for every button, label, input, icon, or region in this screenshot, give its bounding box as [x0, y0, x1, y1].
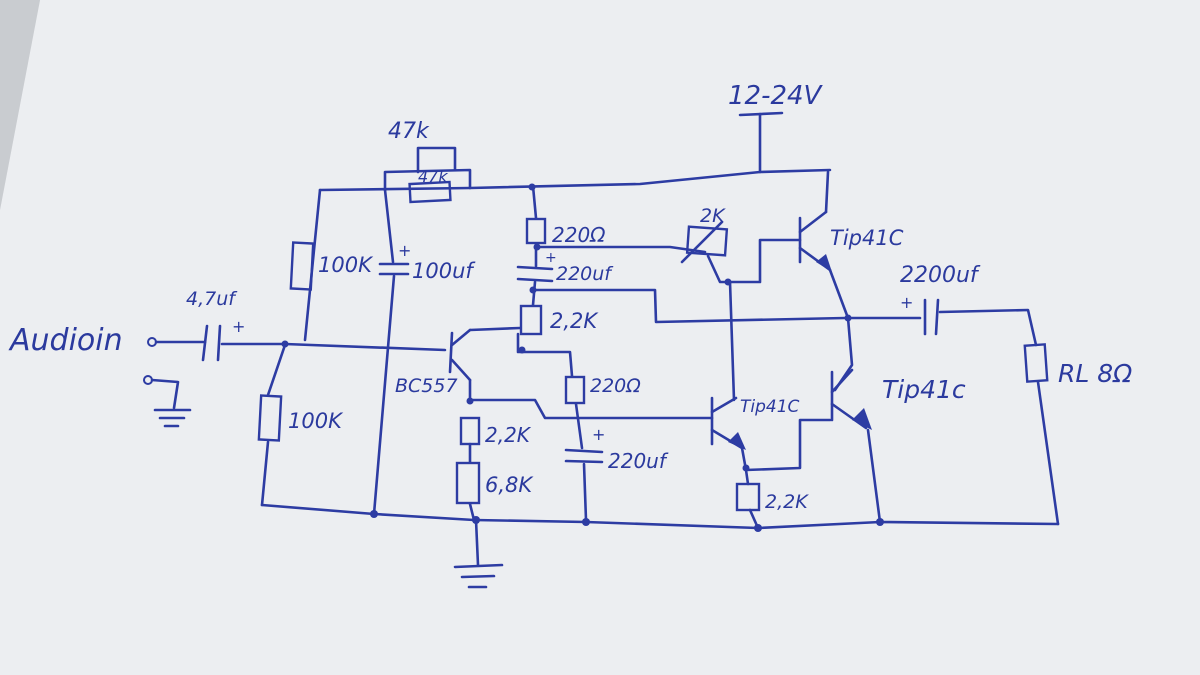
r-22-emitter-label: 2,2K [485, 423, 532, 447]
resistor-100k-top [289, 241, 315, 291]
wire-driver-emitter [740, 418, 832, 472]
c-220-top-label: 220uf [556, 263, 614, 285]
supply-label: 12-24V [728, 81, 824, 111]
resistor-220-mid [564, 375, 586, 405]
junction-dot [281, 340, 289, 348]
wire-mid-2 [531, 280, 537, 307]
wire-to-driver [728, 280, 736, 402]
r-220-top-label: 220Ω [552, 223, 606, 247]
pot-top-label: 47k [388, 119, 430, 144]
junction-dot [876, 518, 884, 526]
wire-to-load [938, 308, 1038, 347]
r-220-mid-label: 220Ω [590, 375, 641, 397]
c-out-label: 2200uf [900, 263, 981, 288]
wire-bias-mid [266, 343, 287, 397]
wire-mid-5 [582, 462, 588, 522]
junction-dot [533, 243, 541, 251]
c-decouple-label: 100uf [412, 259, 476, 283]
plus-sign: + [232, 317, 245, 336]
load-label: RL 8Ω [1058, 359, 1132, 388]
r-22-mid-label: 2,2K [550, 309, 599, 333]
wire-mid-3 [516, 332, 574, 378]
transistor-bc557 [448, 326, 522, 382]
resistor-100k-bottom [257, 394, 283, 442]
transistor-tip41c-driver [710, 396, 746, 450]
junction-dot [754, 524, 762, 532]
transistor-tip41c-top [798, 170, 850, 320]
audio-in-label: Audioin [8, 323, 123, 358]
plus-sign: + [398, 241, 411, 260]
plus-sign: + [545, 250, 557, 266]
resistor-2k2-mid [519, 304, 543, 336]
capacitor-input [201, 324, 222, 362]
junction-dot [742, 464, 750, 472]
r-68-label: 6,8K [485, 473, 534, 497]
wire-2k-to-base [706, 238, 802, 284]
resistor-6k8 [455, 461, 481, 505]
q-driver-label: Tip41C [740, 397, 800, 417]
table-corner [0, 0, 40, 210]
plus-sign: + [592, 425, 605, 444]
pot-2k [680, 220, 729, 264]
capacitor-100uf [372, 188, 410, 516]
ground-symbol-main [453, 518, 504, 589]
junction-dot [582, 518, 590, 526]
wire-emitter [468, 378, 714, 420]
pot-47k [383, 146, 472, 204]
pot-2k-label: 2K [700, 205, 726, 227]
c-220-mid-label: 220uf [608, 449, 669, 473]
pot-label: 47k [418, 167, 448, 186]
supply-terminal [738, 111, 784, 174]
q-top-label: Tip41C [830, 226, 904, 250]
junction-dot [528, 183, 536, 191]
wire-driver-2 [744, 468, 750, 486]
supply-rail [318, 168, 832, 192]
ground-symbol-input [143, 375, 192, 428]
wire-mid-top [531, 184, 538, 220]
wire-load-ground [1036, 380, 1060, 526]
capacitor-220uf-top [516, 265, 554, 283]
transistor-tip41c-output [830, 368, 882, 524]
capacitor-2200uf [923, 298, 940, 336]
r-22-driver-label: 2,2K [765, 491, 809, 513]
wire-bias-bottom [260, 440, 270, 507]
q1-label: BC557 [395, 375, 458, 397]
junction-dot [518, 346, 526, 354]
junction-dot [370, 510, 378, 518]
plus-sign: + [900, 293, 913, 312]
junction-dot [466, 397, 474, 405]
q-out-label: Tip41c [882, 375, 966, 404]
wire-to-output [531, 288, 847, 324]
c-in-label: 4,7uf [186, 288, 238, 310]
r-bias-top-label: 100K [318, 253, 374, 277]
wire-mid-4 [574, 402, 584, 450]
capacitor-220uf-mid [564, 448, 604, 464]
r-bias-bottom-label: 100K [288, 409, 344, 433]
